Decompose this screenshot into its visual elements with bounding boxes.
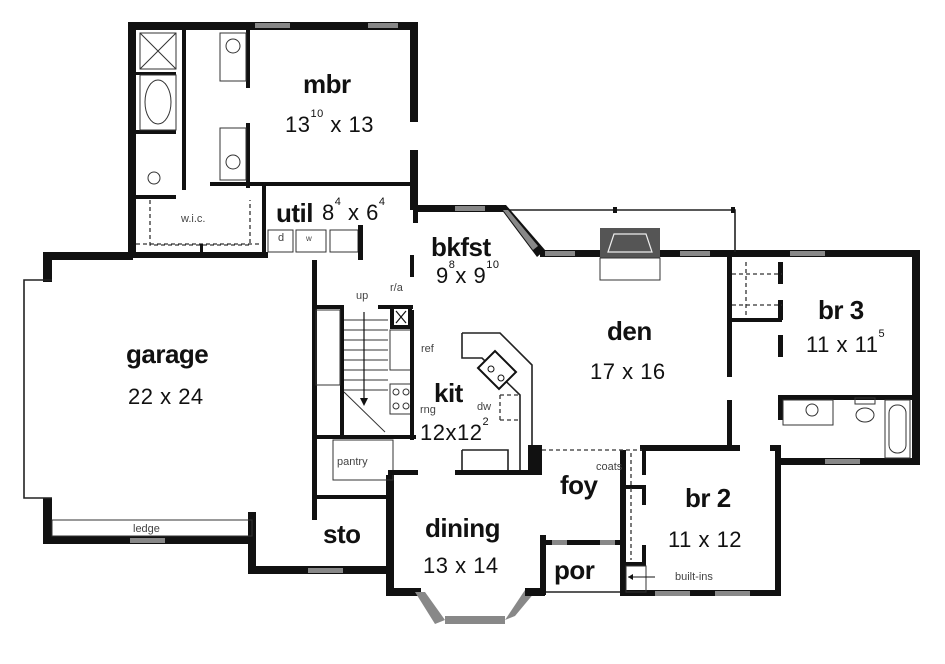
room-label-br3: br 3 bbox=[818, 295, 864, 325]
room-dimension-garage: 22 x 24 bbox=[128, 384, 204, 409]
room-label-sto: sto bbox=[323, 519, 361, 549]
annotation-dw: dw bbox=[477, 401, 492, 413]
room-label-den: den bbox=[607, 316, 652, 346]
annotation-coats: coats bbox=[596, 461, 623, 473]
annotation-pantry: pantry bbox=[337, 456, 368, 468]
annotation-ra: r/a bbox=[390, 282, 403, 294]
room-dimension-kit: 12x122 bbox=[420, 416, 490, 445]
room-dimension-mbr: 1310 x 13 bbox=[285, 108, 374, 137]
room-label-garage: garage bbox=[126, 339, 209, 369]
annotation-builtins: built-ins bbox=[675, 571, 713, 583]
room-label-kit: kit bbox=[434, 378, 463, 408]
annotation-rng: rng bbox=[420, 404, 436, 416]
annotation-washer: w bbox=[306, 234, 312, 243]
exterior-walls bbox=[23, 22, 920, 624]
annotation-wic: w.i.c. bbox=[181, 213, 206, 225]
room-dimension-util: 84 x 64 bbox=[322, 196, 386, 225]
room-label-dining: dining bbox=[425, 513, 500, 543]
room-label-bkfst: bkfst bbox=[431, 232, 491, 262]
room-dimension-dining: 13 x 14 bbox=[423, 553, 499, 578]
room-dimension-br2: 11 x 12 bbox=[668, 527, 743, 552]
room-dimension-bkfst: 98x 910 bbox=[436, 259, 500, 288]
annotation-dryer: d bbox=[278, 232, 285, 244]
annotation-ref: ref bbox=[421, 343, 434, 355]
room-label-por: por bbox=[554, 555, 595, 585]
room-label-util: util bbox=[276, 198, 314, 228]
annotation-ledge: ledge bbox=[133, 523, 160, 535]
room-label-mbr: mbr bbox=[303, 69, 351, 99]
room-label-br2: br 2 bbox=[685, 483, 731, 513]
room-dimension-br3: 11 x 115 bbox=[806, 328, 886, 357]
annotation-up: up bbox=[356, 290, 369, 302]
room-dimension-den: 17 x 16 bbox=[590, 359, 666, 384]
room-label-foy: foy bbox=[560, 470, 598, 500]
interior-walls bbox=[136, 30, 912, 593]
